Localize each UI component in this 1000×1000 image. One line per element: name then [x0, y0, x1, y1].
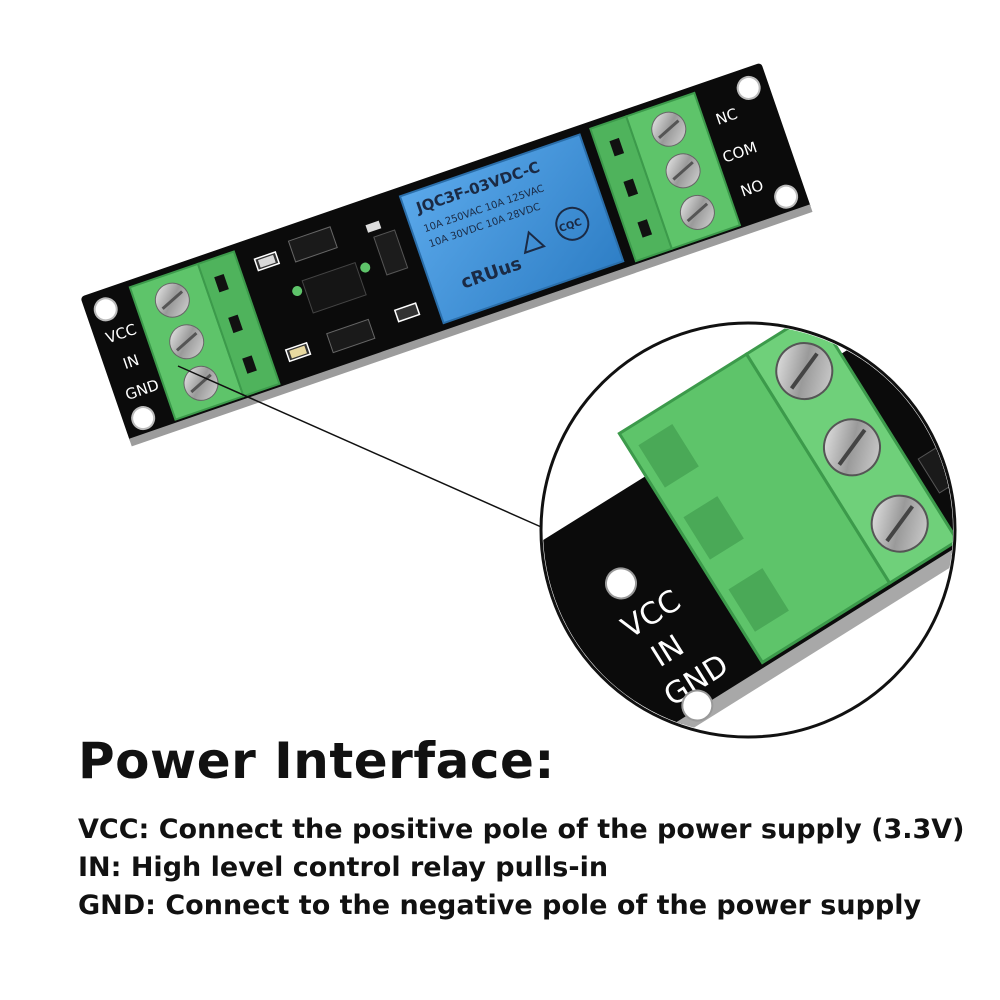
- callout-line: [177, 365, 549, 531]
- smd-components: [253, 220, 421, 363]
- mounting-hole: [736, 75, 761, 100]
- output-terminal-block: [589, 91, 742, 263]
- zoom-callout: VCC IN GND: [539, 321, 957, 739]
- page-heading: Power Interface:: [78, 732, 555, 790]
- relay: JQC3F-03VDC-C 10A 250VAC 10A 125VAC 10A …: [398, 133, 625, 325]
- relay-board: VCC IN GND: [81, 63, 813, 447]
- pin-label-in: IN: [121, 351, 142, 373]
- mounting-hole: [131, 406, 156, 431]
- description-vcc: VCC: Connect the positive pole of the po…: [78, 814, 965, 845]
- mounting-hole: [774, 184, 799, 209]
- description-gnd: GND: Connect to the negative pole of the…: [78, 890, 922, 921]
- mounting-hole: [93, 297, 118, 322]
- input-terminal-block: [128, 250, 281, 421]
- description-in: IN: High level control relay pulls-in: [78, 852, 609, 883]
